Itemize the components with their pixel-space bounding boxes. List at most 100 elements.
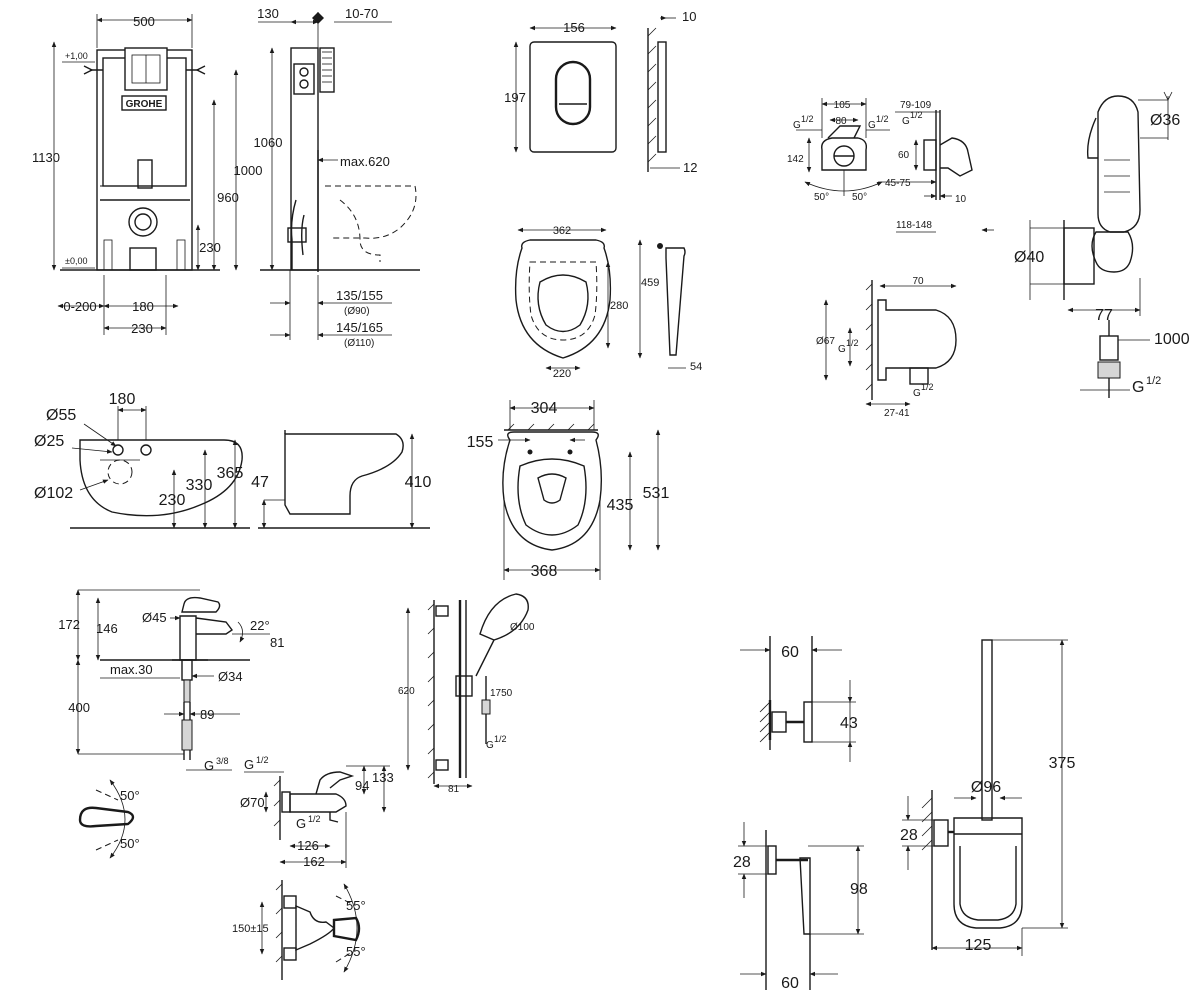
dim-d40: Ø40 [1014, 249, 1044, 266]
dim-459: 459 [641, 277, 659, 289]
dim-12: 12 [683, 160, 697, 175]
flush-plate-front [529, 41, 617, 153]
dim-g12-c-frac: 1/2 [910, 110, 923, 120]
rail-hand-shower [479, 593, 529, 641]
brush-handle [981, 639, 993, 821]
dim-g12-b: G [868, 120, 876, 131]
dim-10-70: 10-70 [345, 6, 378, 21]
installation-frame-front: GROHE 500 1130 +1,00 ±0,00 1000 960 230 … [32, 14, 262, 336]
drain-outlet [128, 207, 158, 237]
dim-zero: ±0,00 [65, 256, 87, 266]
dim-d67: Ø67 [816, 336, 835, 347]
elbow-body [877, 299, 957, 381]
toilet-seat-drawing: 362 459 280 220 54 [514, 225, 702, 380]
dim-172: 172 [58, 617, 80, 632]
dim-d70: Ø70 [240, 795, 265, 810]
shower-holder [1091, 231, 1134, 273]
hand-shower-drawing: Ø36 Ø40 77 1000 G 1/2 [1014, 91, 1190, 398]
dim-g2: G [296, 816, 306, 831]
brush-dim-28: 28 [900, 827, 918, 844]
dim-77: 77 [1095, 307, 1113, 324]
dim-d45: Ø45 [142, 610, 167, 625]
hook-dim-43: 43 [840, 715, 858, 732]
dim-50-a: 50° [814, 192, 829, 203]
hygiene-valve-drawing: 105 80 G 1/2 G 1/2 142 50° 50° 79-109 G … [787, 98, 994, 233]
dim-54: 54 [690, 361, 702, 373]
mixer-top-view [78, 806, 135, 828]
hand-shower-head [1097, 95, 1141, 233]
toilet-bowl-drawing: 180 Ø55 Ø25 Ø102 230 330 365 47 410 [34, 391, 432, 529]
dim-g12-a: G [793, 120, 801, 131]
bowl-rear-view [79, 439, 243, 517]
dim-d36: Ø36 [1150, 112, 1180, 129]
dim-960: 960 [217, 190, 239, 205]
dim-362: 362 [553, 225, 571, 237]
dim-180: 180 [132, 299, 154, 314]
paper-holder-drawing: 28 98 60 [733, 822, 868, 992]
robe-hook-drawing: 60 43 [740, 636, 858, 762]
dim-81: 81 [448, 784, 460, 795]
dim-47: 47 [251, 474, 269, 491]
dim-g2-frac: 1/2 [921, 382, 934, 392]
dim-150: 150±15 [232, 923, 269, 935]
dim-118-148: 118-148 [896, 220, 932, 231]
dim-d34: Ø34 [218, 669, 243, 684]
dim-max620: max.620 [340, 154, 390, 169]
dim-81: 81 [270, 635, 284, 650]
valve-body [821, 137, 868, 171]
dim-620: 620 [398, 686, 415, 697]
shower-rail-drawing: 620 Ø100 1750 G 1/2 81 [398, 593, 535, 795]
bath-mixer-body [289, 793, 347, 813]
dim-410: 410 [405, 474, 432, 491]
dim-g12-a-frac: 1/2 [801, 114, 814, 124]
holder-dim-60: 60 [781, 975, 799, 992]
dim-g: G [244, 757, 254, 772]
holder-base [767, 845, 777, 875]
dim-531: 531 [643, 485, 670, 502]
grohe-logo [121, 95, 167, 111]
dim-g-frac: 1/2 [256, 755, 269, 765]
dim-280: 280 [610, 300, 628, 312]
dim-g12-b-frac: 1/2 [876, 114, 889, 124]
dim-g-frac: 3/8 [216, 756, 229, 766]
dim-142: 142 [787, 154, 804, 165]
bowl-dashed-outline [325, 185, 417, 262]
dim-368: 368 [531, 563, 558, 580]
dim-50-b: 50° [120, 836, 140, 851]
dim-1060: 1060 [254, 135, 283, 150]
dim-0-200: 0-200 [63, 299, 96, 314]
bowl-side-profile [284, 433, 404, 515]
hook-dim-60: 60 [781, 644, 799, 661]
dim-plus-1: +1,00 [65, 51, 88, 61]
dim-435: 435 [607, 497, 634, 514]
dim-g-frac: 1/2 [494, 734, 507, 744]
rail-slider [455, 675, 473, 697]
brush-dim-375: 375 [1049, 755, 1076, 772]
seat-side [665, 247, 686, 356]
dim-155: 155 [467, 434, 494, 451]
dim-145-165: 145/165 [336, 320, 383, 335]
flush-plate-drawing: 156 197 10 12 [504, 9, 697, 175]
dim-94: 94 [355, 778, 369, 793]
dim-g2: G [913, 388, 921, 399]
brush-dim-125: 125 [965, 937, 992, 954]
dim-45-75: 45-75 [885, 178, 911, 189]
dim-400: 400 [68, 700, 90, 715]
dim-d100: Ø100 [510, 622, 535, 633]
dim-d55: Ø55 [46, 407, 76, 424]
dim-230-v: 230 [199, 240, 221, 255]
dim-220: 220 [553, 368, 571, 380]
side-flush-plate [319, 47, 335, 93]
dim-g: G [204, 758, 214, 773]
dim-1000: 1000 [1154, 331, 1190, 348]
dim-g: G [486, 740, 494, 751]
dim-230-h: 230 [131, 321, 153, 336]
dim-365: 365 [217, 465, 244, 482]
mixer-lever [181, 596, 221, 613]
dim-g-frac: 1/2 [1146, 375, 1161, 387]
hook-tip [803, 701, 813, 743]
dim-79-109: 79-109 [900, 100, 932, 111]
basin-mixer-drawing: 172 146 Ø45 22° 81 max.30 Ø34 400 89 G 3… [58, 589, 284, 859]
bath-mixer-drawing: 94 133 G 1/2 Ø70 G 1/2 126 162 55° 55° 1… [232, 755, 394, 980]
dim-133: 133 [372, 770, 394, 785]
